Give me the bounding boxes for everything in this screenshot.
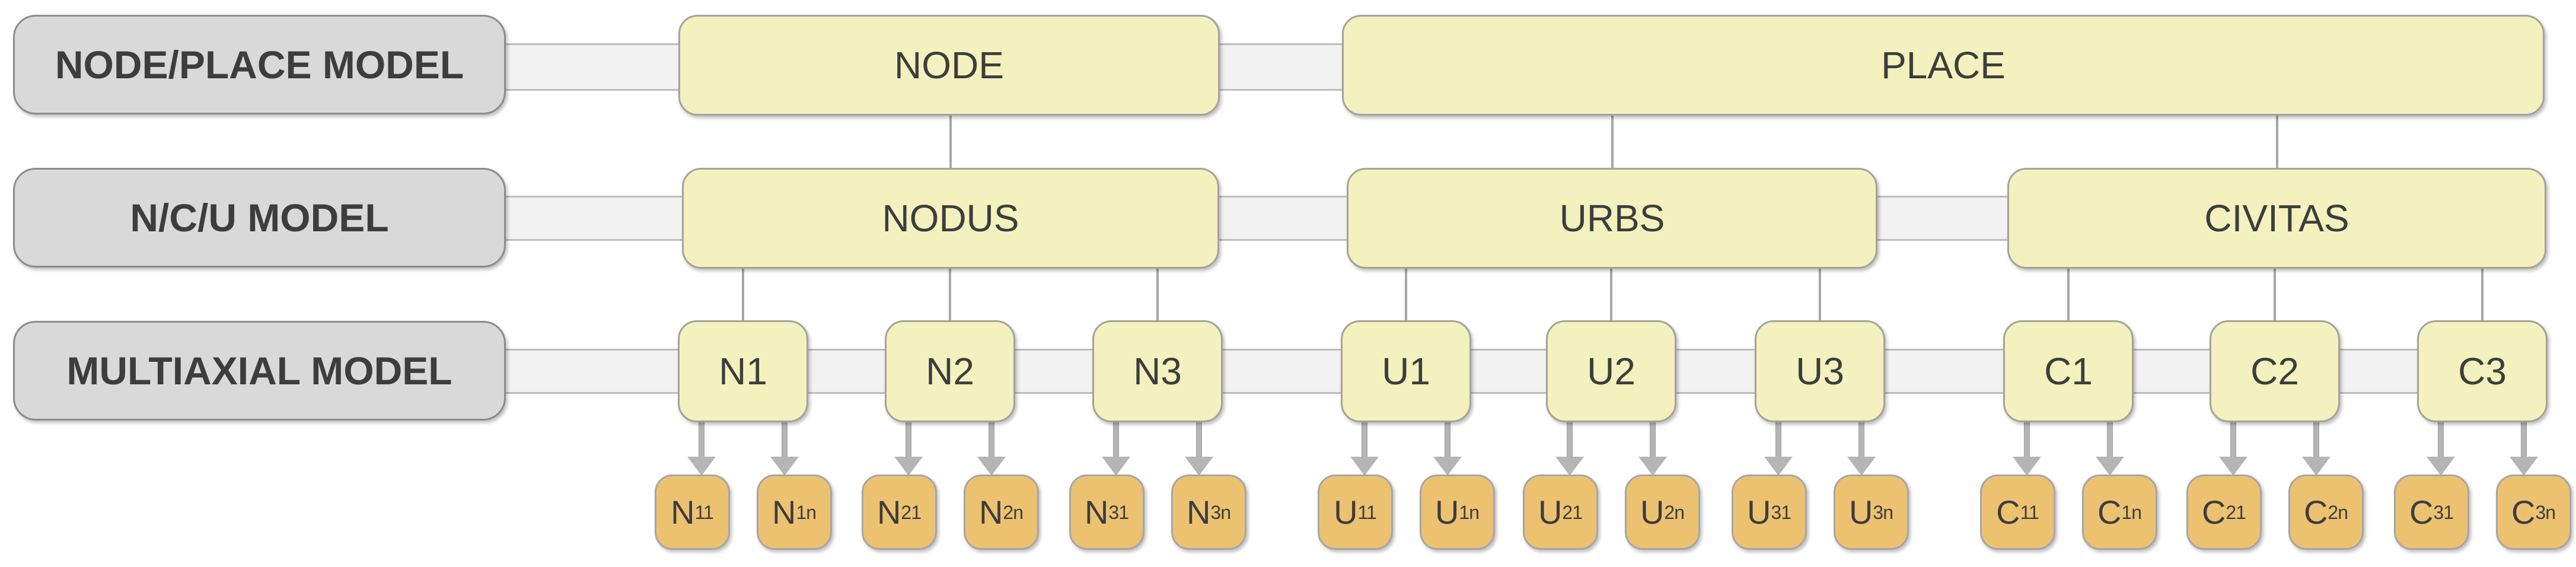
connector-node-to-nodus (949, 115, 952, 168)
connector-urbs-to-u3 (1819, 267, 1821, 321)
box-u1: U1 (1341, 320, 1471, 422)
connector-civitas-to-c1 (2067, 267, 2070, 321)
arrow-head-n1-to-n11 (687, 457, 716, 476)
box-c1: C1 (2003, 320, 2134, 422)
arrow-shaft-c2-to-c2n (2313, 422, 2319, 458)
arrow-shaft-n2-to-n21 (906, 422, 911, 458)
connector-nodus-to-n2 (949, 267, 951, 321)
arrow-head-c2-to-c21 (2219, 457, 2247, 476)
arrow-head-n2-to-n2n (977, 457, 1006, 476)
arrow-head-u2-to-u2n (1638, 457, 1667, 476)
box-n1: N1 (678, 320, 808, 422)
connector-place-to-civitas (2275, 115, 2278, 168)
arrow-shaft-n1-to-n11 (699, 422, 704, 458)
connector-civitas-to-c2 (2274, 267, 2276, 321)
box-u2: U2 (1546, 320, 1676, 422)
arrow-head-n1-to-n1n (770, 457, 799, 476)
arrow-head-u2-to-u21 (1555, 457, 1584, 476)
arrow-shaft-n3-to-n31 (1113, 422, 1119, 458)
connector-civitas-to-c3 (2481, 267, 2483, 321)
arrow-head-u1-to-u1n (1433, 457, 1462, 476)
box-c2: C2 (2210, 320, 2340, 422)
box-urbs: URBS (1347, 168, 1877, 269)
connector-urbs-to-u2 (1610, 267, 1612, 321)
arrow-shaft-c3-to-c3n (2521, 422, 2527, 458)
connector-nodus-to-n3 (1156, 267, 1159, 321)
connector-urbs-to-u1 (1405, 267, 1407, 321)
row-label-ncu-model: N/C/U MODEL (13, 168, 506, 267)
arrow-head-c1-to-c11 (2013, 457, 2041, 476)
box-node: NODE (678, 15, 1220, 116)
connector-place-to-urbs (1611, 115, 1614, 168)
arrow-shaft-u3-to-u3n (1858, 422, 1864, 458)
arrow-shaft-c1-to-c1n (2107, 422, 2113, 458)
box-nodus: NODUS (682, 168, 1219, 269)
arrow-shaft-u2-to-u21 (1567, 422, 1573, 458)
arrow-head-c3-to-c3n (2510, 457, 2538, 476)
arrow-shaft-c1-to-c11 (2024, 422, 2030, 458)
arrow-head-u3-to-u3n (1847, 457, 1876, 476)
arrow-shaft-u1-to-u1n (1445, 422, 1450, 458)
arrow-head-u3-to-u31 (1764, 457, 1793, 476)
row-label-multiaxial-model: MULTIAXIAL MODEL (13, 321, 506, 421)
arrow-head-n3-to-n31 (1102, 457, 1130, 476)
arrow-head-u1-to-u11 (1350, 457, 1379, 476)
arrow-head-c3-to-c31 (2427, 457, 2455, 476)
arrow-head-c2-to-c2n (2302, 457, 2330, 476)
arrow-shaft-n2-to-n2n (989, 422, 994, 458)
connector-nodus-to-n1 (742, 267, 744, 321)
arrow-shaft-n3-to-n3n (1196, 422, 1202, 458)
arrow-shaft-u1-to-u11 (1362, 422, 1367, 458)
box-civitas: CIVITAS (2007, 168, 2546, 269)
arrow-shaft-n1-to-n1n (782, 422, 788, 458)
arrow-shaft-c3-to-c31 (2438, 422, 2444, 458)
box-n3: N3 (1092, 320, 1223, 422)
box-u3: U3 (1755, 320, 1885, 422)
arrow-head-c1-to-c1n (2096, 457, 2124, 476)
box-c3: C3 (2417, 320, 2548, 422)
arrow-shaft-u2-to-u2n (1650, 422, 1656, 458)
box-place: PLACE (1342, 15, 2545, 116)
arrow-head-n2-to-n21 (894, 457, 923, 476)
arrow-shaft-c2-to-c21 (2230, 422, 2236, 458)
box-n2: N2 (885, 320, 1015, 422)
arrow-shaft-u3-to-u31 (1775, 422, 1781, 458)
arrow-head-n3-to-n3n (1185, 457, 1213, 476)
row-label-node-place-model: NODE/PLACE MODEL (13, 15, 506, 114)
